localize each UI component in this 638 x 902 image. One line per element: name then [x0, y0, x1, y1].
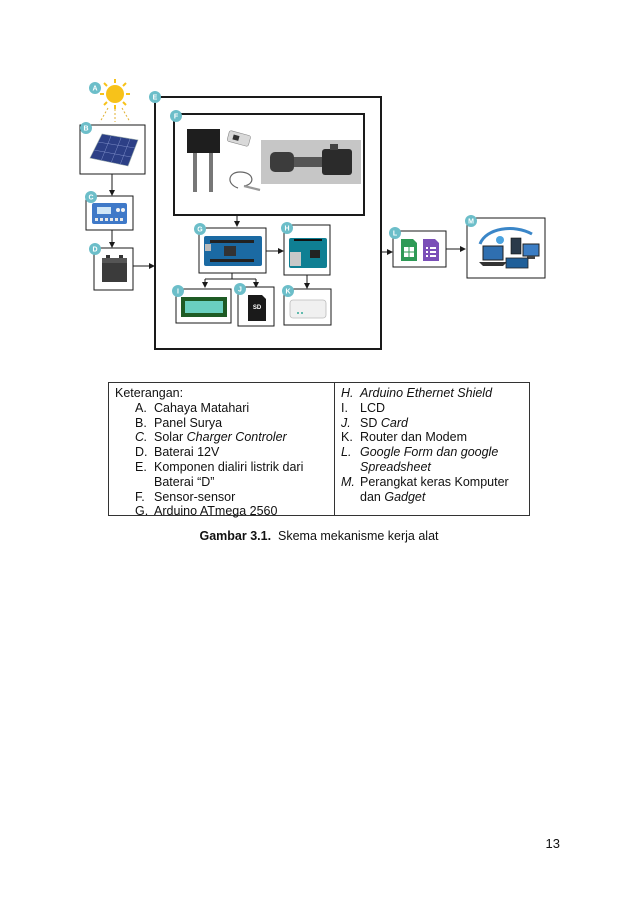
- google-sheets-icon: [401, 239, 417, 261]
- legend-item-k: K. Router dan Modem: [341, 430, 468, 445]
- badge-d: D: [89, 243, 101, 255]
- system-schematic-diagram: A B C: [79, 79, 546, 350]
- badge-e: E: [149, 91, 161, 103]
- svg-text:J: J: [238, 287, 242, 294]
- legend-item-h: H. Arduino Ethernet Shield: [341, 386, 493, 400]
- svg-text:D: D: [92, 247, 97, 254]
- svg-text:K: K: [285, 289, 290, 296]
- battery-icon: [102, 255, 127, 282]
- badge-l: L: [389, 227, 401, 239]
- badge-f: F: [170, 110, 182, 122]
- powered-components-box: [154, 96, 382, 350]
- legend-left-column: Keterangan: A. Cahaya Matahari B. Panel …: [109, 383, 335, 518]
- legend-item-b: B. Panel Surya: [135, 415, 223, 430]
- legend-item-a: A. Cahaya Matahari: [135, 400, 250, 415]
- soil-moisture-sensor-icon: [187, 129, 220, 192]
- legend-item-e: E. Komponen dialiri listrik dari Baterai…: [135, 459, 304, 489]
- computer-gadget-icon: [478, 227, 540, 269]
- svg-text:A: A: [92, 86, 97, 93]
- legend-item-f: F. Sensor-sensor: [135, 489, 236, 504]
- google-forms-icon: [423, 239, 439, 261]
- svg-text:G: G: [197, 227, 203, 234]
- legend-item-c: C. Solar Charger Controler: [135, 430, 287, 445]
- svg-text:B: B: [83, 126, 88, 133]
- svg-text:I: I: [177, 289, 179, 296]
- temperature-probe-icon: [229, 171, 261, 192]
- solar-panel-icon: [89, 133, 139, 167]
- ethernet-shield-icon: [289, 238, 327, 268]
- water-flow-sensor-icon: [261, 140, 361, 184]
- figure-caption-text: Skema mekanisme kerja alat: [278, 529, 439, 543]
- badge-c: C: [85, 191, 97, 203]
- badge-g: G: [194, 223, 206, 235]
- legend-right-column: H. Arduino Ethernet Shield I. LCD J. SD …: [335, 383, 529, 515]
- page-number: 13: [545, 836, 560, 851]
- svg-text:H: H: [284, 226, 289, 233]
- svg-text:F: F: [174, 114, 179, 121]
- legend-item-j: J. SD Card: [341, 415, 408, 430]
- legend-item-l: L. Google Form dan google Spreadsheet: [341, 445, 499, 474]
- badge-i: I: [172, 285, 184, 297]
- badge-k: K: [282, 285, 294, 297]
- svg-text:C: C: [88, 195, 93, 202]
- legend-item-g: G. Arduino ATmega 2560: [135, 504, 278, 519]
- svg-text:M: M: [468, 219, 474, 226]
- legend-heading: Keterangan:: [115, 386, 184, 400]
- legend-item-m: M. Perangkat keras Komputer dan Gadget: [341, 474, 509, 504]
- connector-mega-lcd-sd: [202, 273, 259, 288]
- arduino-mega-icon: [204, 236, 262, 266]
- svg-text:L: L: [393, 231, 398, 238]
- badge-b: B: [80, 122, 92, 134]
- sun-icon: [99, 79, 131, 123]
- sd-card-icon: SD: [248, 295, 266, 321]
- figure-caption-label: Gambar 3.1.: [199, 529, 272, 543]
- badge-j: J: [234, 283, 246, 295]
- legend-item-i: I. LCD: [341, 400, 386, 415]
- charge-controller-icon: [92, 203, 127, 224]
- figure-caption: Gambar 3.1. Skema mekanisme kerja alat: [0, 529, 638, 543]
- badge-m: M: [465, 215, 477, 227]
- svg-text:SD: SD: [253, 305, 262, 311]
- badge-a: A: [89, 82, 101, 94]
- badge-h: H: [281, 222, 293, 234]
- router-icon: [289, 299, 327, 319]
- legend-table: Keterangan: A. Cahaya Matahari B. Panel …: [108, 382, 530, 518]
- lcd-icon: [181, 297, 227, 317]
- svg-text:E: E: [153, 95, 158, 102]
- small-sensor-module-icon: [226, 130, 251, 147]
- legend-item-d: D. Baterai 12V: [135, 445, 220, 460]
